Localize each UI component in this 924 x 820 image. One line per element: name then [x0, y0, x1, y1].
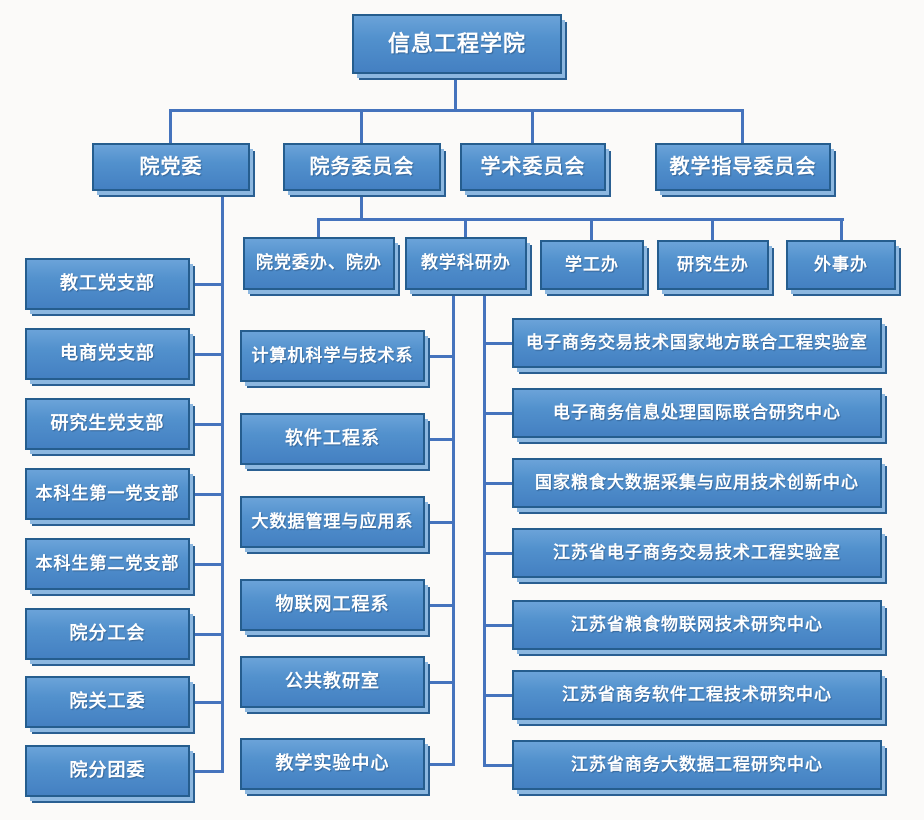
- connector-line: [424, 763, 455, 766]
- box-branch-6: 院关工委: [25, 676, 190, 728]
- connector-line: [483, 290, 486, 767]
- connector-line: [484, 552, 514, 555]
- box-dept-0: 计算机科学与技术系: [240, 330, 425, 382]
- box-branch-3: 本科生第一党支部: [25, 468, 190, 520]
- connector-line: [188, 633, 224, 636]
- connector-line: [188, 563, 224, 566]
- box-branch-5: 院分工会: [25, 608, 190, 660]
- box-center-5: 江苏省商务软件工程技术研究中心: [512, 670, 882, 720]
- box-center-2: 国家粮食大数据采集与应用技术创新中心: [512, 458, 882, 508]
- box-office-graduate: 研究生办: [657, 240, 769, 290]
- box-branch-0: 教工党支部: [25, 258, 190, 310]
- connector-line: [360, 191, 363, 220]
- box-dept-4: 公共教研室: [240, 656, 425, 708]
- box-dept-2: 大数据管理与应用系: [240, 496, 425, 548]
- box-council-committee: 院务委员会: [283, 143, 441, 191]
- connector-line: [484, 482, 514, 485]
- connector-line: [360, 109, 363, 143]
- connector-line: [590, 218, 593, 242]
- connector-line: [424, 355, 455, 358]
- box-center-1: 电子商务信息处理国际联合研究中心: [512, 388, 882, 438]
- connector-line: [452, 290, 455, 765]
- box-party-committee: 院党委: [92, 143, 250, 191]
- box-center-6: 江苏省商务大数据工程研究中心: [512, 740, 882, 790]
- box-dept-3: 物联网工程系: [240, 579, 425, 631]
- connector-line: [188, 353, 224, 356]
- box-office-student-affairs: 学工办: [540, 240, 644, 290]
- box-center-4: 江苏省粮食物联网技术研究中心: [512, 600, 882, 650]
- connector-line: [484, 624, 514, 627]
- connector-line: [317, 218, 320, 238]
- connector-line: [531, 109, 534, 143]
- connector-line: [424, 521, 455, 524]
- connector-line: [484, 412, 514, 415]
- connector-line: [424, 604, 455, 607]
- box-dept-5: 教学实验中心: [240, 738, 425, 790]
- connector-line: [424, 681, 455, 684]
- box-branch-4: 本科生第二党支部: [25, 538, 190, 590]
- connector-line: [169, 109, 743, 112]
- box-teaching-steering-committee: 教学指导委员会: [655, 143, 831, 191]
- connector-line: [711, 218, 714, 242]
- box-office-teaching-research: 教学科研办: [405, 237, 527, 290]
- connector-line: [188, 493, 224, 496]
- box-academic-committee: 学术委员会: [460, 143, 606, 191]
- connector-line: [188, 423, 224, 426]
- connector-line: [169, 109, 172, 143]
- box-branch-1: 电商党支部: [25, 328, 190, 380]
- connector-line: [484, 342, 514, 345]
- connector-line: [188, 701, 224, 704]
- connector-line: [188, 770, 224, 773]
- connector-line: [741, 109, 744, 143]
- box-dept-1: 软件工程系: [240, 413, 425, 465]
- box-center-0: 电子商务交易技术国家地方联合工程实验室: [512, 318, 882, 368]
- connector-line: [484, 694, 514, 697]
- connector-line: [464, 218, 467, 238]
- box-branch-7: 院分团委: [25, 745, 190, 797]
- connector-line: [840, 218, 843, 242]
- box-branch-2: 研究生党支部: [25, 398, 190, 450]
- connector-line: [317, 218, 844, 221]
- connector-line: [454, 76, 457, 110]
- box-root: 信息工程学院: [352, 14, 562, 74]
- connector-line: [188, 283, 224, 286]
- box-center-3: 江苏省电子商务交易技术工程实验室: [512, 528, 882, 578]
- connector-line: [424, 438, 455, 441]
- connector-line: [221, 192, 224, 772]
- box-office-party-admin: 院党委办、院办: [243, 237, 395, 290]
- connector-line: [484, 764, 514, 767]
- box-office-foreign-affairs: 外事办: [786, 240, 896, 290]
